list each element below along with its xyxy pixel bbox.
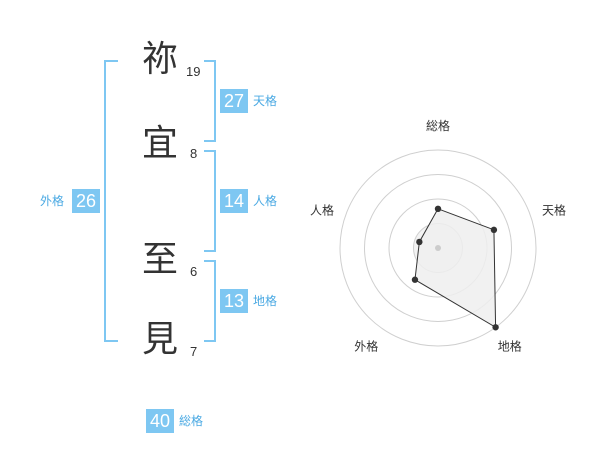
gaikaku-value: 26: [72, 189, 100, 213]
name-char-3: 至: [141, 239, 178, 280]
stroke-count-4: 7: [190, 344, 198, 359]
radar-point-1: [434, 205, 442, 212]
stroke-count-1: 19: [186, 64, 201, 79]
tenkaku-bracket: [204, 60, 216, 142]
soukaku-label: 総格: [179, 414, 204, 428]
soukaku-value: 40: [146, 409, 174, 433]
name-char-4: 見: [141, 319, 178, 360]
name-char-1: 祢: [141, 39, 178, 80]
jinkaku-value: 14: [220, 189, 248, 213]
tenkaku-label: 天格: [253, 94, 278, 108]
radar-point-3: [492, 324, 499, 331]
stroke-count-3: 6: [190, 264, 198, 279]
radar-area: [414, 208, 497, 329]
radar-axis-label-2: 天格: [542, 202, 566, 217]
stroke-count-2: 8: [190, 146, 198, 161]
radar-center: [435, 245, 441, 251]
radar-axis-label-3: 地格: [498, 339, 522, 354]
tenkaku-value: 27: [220, 89, 248, 113]
jinkaku-bracket: [204, 150, 216, 252]
chikaku-value: 13: [220, 289, 248, 313]
gaikaku-label: 外格: [40, 194, 65, 208]
jinkaku-label: 人格: [253, 194, 278, 208]
radar-point-5: [416, 238, 423, 246]
radar-axis-label-1: 総格: [426, 118, 450, 133]
radar-axis-label-5: 人格: [310, 202, 334, 217]
radar-point-4: [411, 276, 419, 283]
chikaku-label: 地格: [253, 294, 278, 308]
name-char-2: 宜: [141, 123, 178, 164]
radar-point-2: [490, 226, 498, 234]
radar-axis-label-4: 外格: [354, 339, 378, 354]
chikaku-bracket: [204, 260, 216, 342]
gaikaku-bracket: [104, 60, 118, 342]
